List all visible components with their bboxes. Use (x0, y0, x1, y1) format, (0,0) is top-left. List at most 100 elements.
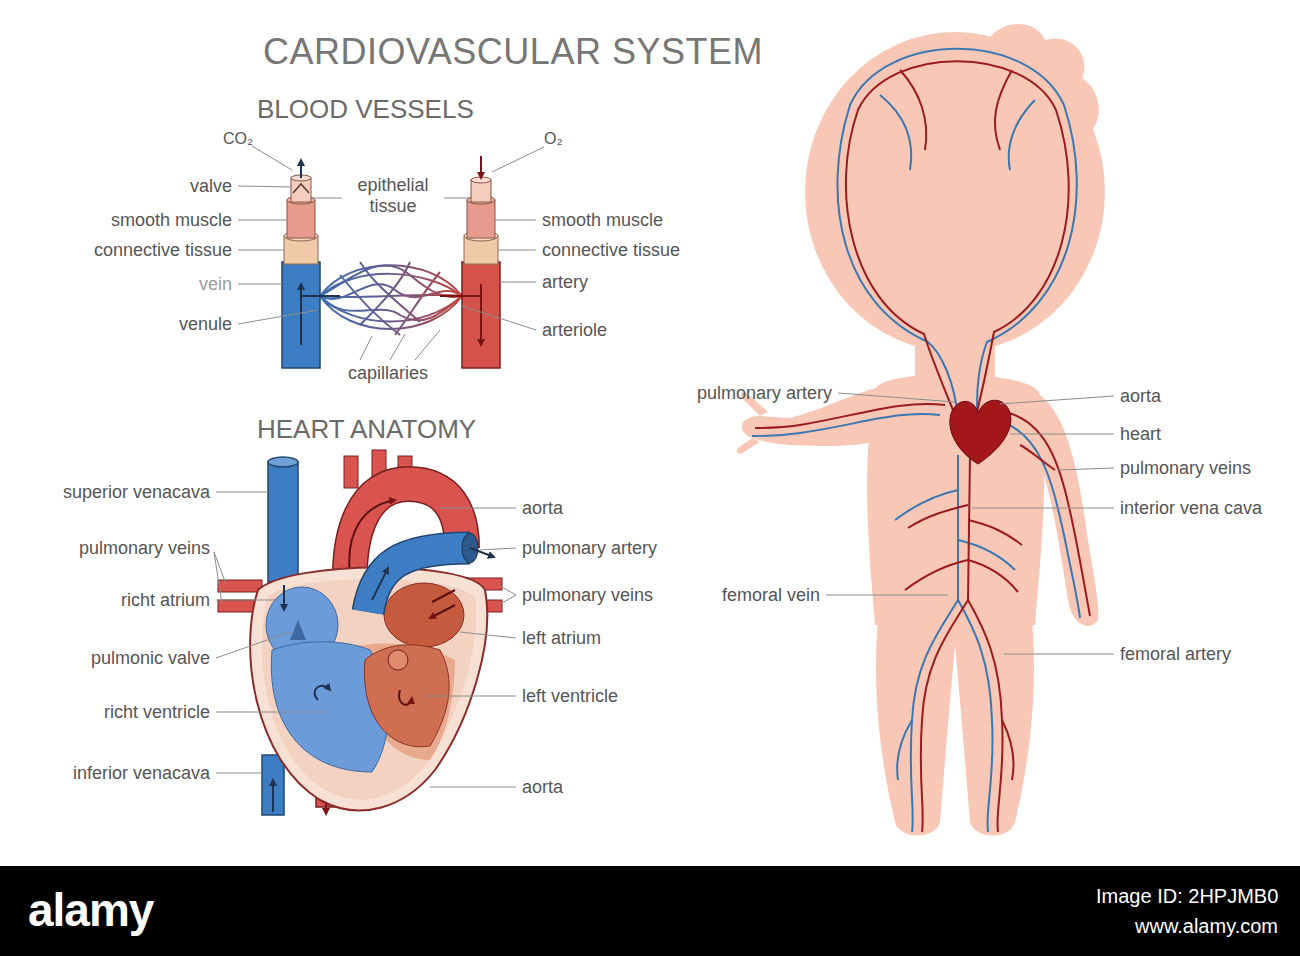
veins (1009, 100, 1035, 170)
vein-drawing (301, 295, 340, 297)
arteries (905, 560, 968, 590)
part-label: aorta (1120, 386, 1161, 407)
leader-lines (238, 146, 544, 360)
body-figure (737, 24, 1114, 835)
leader-lines (238, 284, 282, 285)
heart-drawing (315, 686, 330, 700)
leader-lines (440, 508, 516, 509)
part-label: richt atrium (121, 590, 210, 611)
arteries (1002, 720, 1014, 780)
leader-lines (1000, 396, 1114, 404)
part-label: O₂ (544, 130, 563, 148)
leader-lines (214, 552, 222, 604)
heart-drawing (268, 457, 298, 467)
veins (897, 720, 912, 780)
arteries (968, 455, 970, 600)
arteries (921, 600, 968, 832)
vein-drawing (300, 284, 302, 345)
leader-lines (238, 310, 318, 324)
leader-lines (826, 595, 948, 596)
artery-drawing (467, 200, 495, 238)
diagram-title: CARDIOVASCULAR SYSTEM (263, 31, 763, 72)
section-heading: BLOOD VESSELS (257, 95, 474, 125)
part-label: femoral artery (1120, 644, 1231, 665)
veins (995, 420, 1080, 618)
leader-lines (1058, 468, 1114, 470)
leader-lines (312, 198, 342, 199)
leader-lines (495, 220, 536, 221)
heart-drawing (218, 580, 262, 592)
leader-lines (1004, 654, 1114, 655)
arteries (755, 61, 1090, 832)
veins (895, 490, 958, 520)
vein-drawing (287, 200, 315, 238)
heart-drawing (262, 579, 476, 799)
veins (958, 600, 993, 832)
veins (752, 49, 1080, 832)
artery-drawing (440, 156, 500, 368)
artery-drawing (462, 262, 500, 368)
heart-drawing (399, 690, 412, 705)
arteries (968, 600, 1003, 832)
arteries (968, 560, 1018, 592)
body-figure (867, 374, 1044, 625)
leader-lines (216, 492, 268, 493)
leader-lines (460, 632, 516, 638)
heart-drawing (283, 585, 285, 610)
artery-drawing (480, 156, 482, 178)
leader-lines (216, 600, 275, 601)
watermark-bar (0, 866, 1300, 956)
part-label: connective tissue (542, 240, 680, 261)
leader-lines (500, 586, 516, 595)
part-label: pulmonary veins (522, 585, 653, 606)
vein-drawing (282, 160, 340, 368)
section-heading: HEART ANATOMY (257, 415, 476, 445)
heart-drawing (430, 605, 455, 618)
leader-lines (216, 773, 262, 774)
part-label: interior vena cava (1120, 498, 1262, 519)
leader-lines (500, 282, 536, 283)
arteries (846, 61, 1069, 420)
leader-lines (360, 336, 372, 360)
part-label: pulmonary veins (79, 538, 210, 559)
heart-drawing (272, 780, 274, 812)
veins (957, 455, 959, 600)
arteries (995, 70, 1012, 150)
leader-lines (462, 306, 536, 330)
part-label: pulmonary artery (697, 383, 832, 404)
part-label: epithelial tissue (345, 175, 441, 216)
capillary-network (320, 296, 462, 322)
watermark: alamy (28, 884, 153, 937)
part-label: connective tissue (94, 240, 232, 261)
leader-lines (444, 198, 470, 199)
part-label: aorta (522, 498, 563, 519)
part-label: superior venacava (63, 482, 210, 503)
heart-drawing (388, 650, 408, 670)
leader-lines (972, 508, 1114, 509)
heart-drawing (368, 548, 470, 612)
part-label: CO₂ (223, 130, 253, 148)
arteries (755, 404, 945, 428)
part-label: pulmonary artery (522, 538, 657, 559)
heart-drawing (262, 755, 284, 815)
part-label: femoral vein (722, 585, 820, 606)
veins (880, 95, 911, 170)
body-figure (737, 24, 1105, 835)
veins (958, 540, 1015, 570)
part-label: left atrium (522, 628, 601, 649)
leader-lines (425, 696, 516, 697)
watermark: Image ID: 2HPJMB0 (1096, 885, 1278, 908)
heart-drawing (290, 620, 306, 640)
part-label: vein (199, 274, 232, 295)
body-figure (876, 600, 955, 836)
veins (911, 600, 958, 832)
part-label: smooth muscle (111, 210, 232, 231)
capillary-network (360, 262, 410, 325)
capillary-network (340, 275, 400, 335)
capillary-network (320, 296, 462, 329)
part-label: aorta (522, 777, 563, 798)
leader-lines (430, 787, 516, 788)
part-label: smooth muscle (542, 210, 663, 231)
part-label: pulmonic valve (91, 648, 210, 669)
part-label: valve (190, 176, 232, 197)
